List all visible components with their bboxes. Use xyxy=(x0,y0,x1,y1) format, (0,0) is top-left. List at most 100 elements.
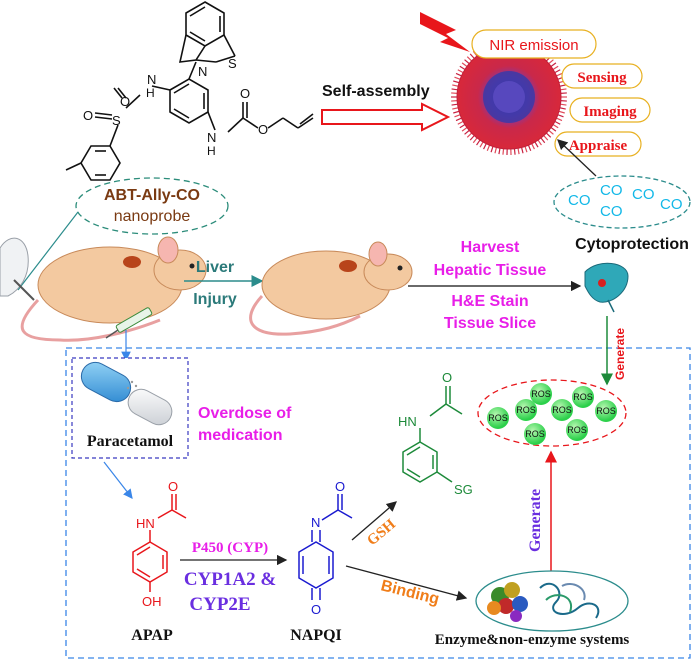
ros-text: ROS xyxy=(596,406,616,416)
atom-s: S xyxy=(228,56,237,71)
glove-hand xyxy=(0,237,35,301)
ros-dot xyxy=(530,383,552,405)
self-assembly-label: Self-assembly xyxy=(322,83,430,100)
gsh-conjugate-atoms: HN O SG xyxy=(398,370,473,497)
lightning-icon xyxy=(420,12,470,52)
cytoprotection-label: Cytoprotection xyxy=(575,236,689,253)
gsh-o: O xyxy=(442,370,452,385)
co-to-nanoparticle-arrow xyxy=(557,139,597,177)
gsh-sg: SG xyxy=(454,482,473,497)
cyp2e-label: CYP2E xyxy=(189,594,250,615)
medication-label: medication xyxy=(198,427,282,444)
appraise-box xyxy=(554,131,642,157)
sensing-box xyxy=(561,63,643,89)
thiazole-ring xyxy=(178,34,206,63)
ros-text: ROS xyxy=(516,405,536,415)
ros-dot xyxy=(515,399,537,421)
atom-h-carbamate: H xyxy=(207,144,216,158)
atom-o-top: O xyxy=(120,94,130,109)
imaging-label: Imaging xyxy=(583,104,637,120)
ros-dot xyxy=(524,423,546,445)
apap-label: APAP xyxy=(131,627,173,644)
ros-text: ROS xyxy=(488,413,508,423)
napqi-molecule xyxy=(298,494,353,600)
tissue-slice-label: Tissue Slice xyxy=(444,315,536,332)
probe-ellipse xyxy=(75,177,229,235)
co-label: CO xyxy=(660,196,683,213)
napqi-o-top: O xyxy=(335,479,345,494)
he-stain-label: H&E Stain xyxy=(451,293,528,310)
ros-text: ROS xyxy=(567,425,587,435)
gsh-arrow xyxy=(351,501,397,541)
ros-dot xyxy=(566,419,588,441)
atom-o-carbonyl: O xyxy=(240,86,250,101)
gsh-conjugate-molecule xyxy=(402,386,463,483)
metabolism-box xyxy=(65,347,691,659)
central-benzene-ring xyxy=(169,78,209,124)
napqi-n: N xyxy=(311,515,320,530)
liver-icon xyxy=(584,262,629,313)
ros-dot xyxy=(572,386,594,408)
ros-text: ROS xyxy=(552,405,572,415)
atom-o-left: O xyxy=(83,108,93,123)
injury-label: Injury xyxy=(193,291,237,308)
paracetamol-to-apap-arrow xyxy=(103,461,133,499)
ros-text: ROS xyxy=(531,389,551,399)
napqi-atoms: N O O xyxy=(311,479,345,617)
liver-label: Liver xyxy=(196,259,234,276)
generate-mid-label: Generate xyxy=(527,489,544,552)
co-molecules: CO CO CO CO CO xyxy=(568,182,683,220)
enzyme-label: Enzyme&non-enzyme systems xyxy=(435,632,630,648)
apap-atoms: HN O OH xyxy=(136,479,178,609)
ros-dot xyxy=(487,407,509,429)
atom-n-carbamate: N xyxy=(207,130,216,145)
ros-dot xyxy=(551,399,573,421)
atom-n: N xyxy=(198,64,207,79)
binding-label: Binding xyxy=(379,577,441,608)
binding-arrow xyxy=(345,565,468,601)
nir-emission-label: NIR emission xyxy=(489,37,578,54)
imaging-box xyxy=(569,97,651,123)
napqi-label: NAPQI xyxy=(290,627,342,644)
enzyme-protein-icon xyxy=(487,582,600,622)
hepatic-tissue-label: Hepatic Tissue xyxy=(434,262,547,279)
atom-s-sulfonyl: S xyxy=(112,113,121,128)
apap-o: O xyxy=(168,479,178,494)
generate-top-label: Generate xyxy=(613,328,627,380)
apap-molecule xyxy=(132,494,187,592)
benzothiazole-benzene-ring xyxy=(185,1,225,47)
co-label: CO xyxy=(568,192,591,209)
apap-oh: OH xyxy=(142,594,162,609)
cyp1a2-label: CYP1A2 & xyxy=(184,569,276,590)
napqi-o-bottom: O xyxy=(311,602,321,617)
probe-molecule xyxy=(65,1,314,181)
co-label: CO xyxy=(632,186,655,203)
co-cloud xyxy=(553,175,691,229)
output-labels: NIR emission Sensing Imaging Appraise xyxy=(471,29,651,157)
nanoparticle xyxy=(456,44,562,150)
nir-emission-box xyxy=(471,29,597,59)
probe-name: ABT-Ally-CO xyxy=(104,187,200,204)
paracetamol-label: Paracetamol xyxy=(87,433,174,450)
sensing-label: Sensing xyxy=(577,70,627,86)
probe-subtitle: nanoprobe xyxy=(114,208,191,225)
overdose-label: Overdose of xyxy=(198,405,292,422)
probe-molecule-atoms: S N N H O S O N H O O xyxy=(83,56,268,158)
co-label: CO xyxy=(600,182,623,199)
mouse-left xyxy=(20,236,207,342)
harvest-label: Harvest xyxy=(461,239,520,256)
ros-cluster: ROS ROS ROS ROS ROS ROS ROS ROS xyxy=(487,383,617,445)
atom-h-sulfonamide: H xyxy=(146,86,155,100)
capsule-icon xyxy=(80,361,173,426)
mouse-right xyxy=(249,241,413,336)
self-assembly-arrow xyxy=(321,102,451,132)
probe-injection-line xyxy=(17,211,79,291)
ros-text: ROS xyxy=(573,392,593,402)
p450-label: P450 (CYP) xyxy=(192,540,268,556)
atom-n-sulfonamide: N xyxy=(147,72,156,87)
syringe-icon xyxy=(105,307,153,339)
atom-o-ester: O xyxy=(258,122,268,137)
ros-dot xyxy=(595,400,617,422)
co-label: CO xyxy=(600,203,623,220)
